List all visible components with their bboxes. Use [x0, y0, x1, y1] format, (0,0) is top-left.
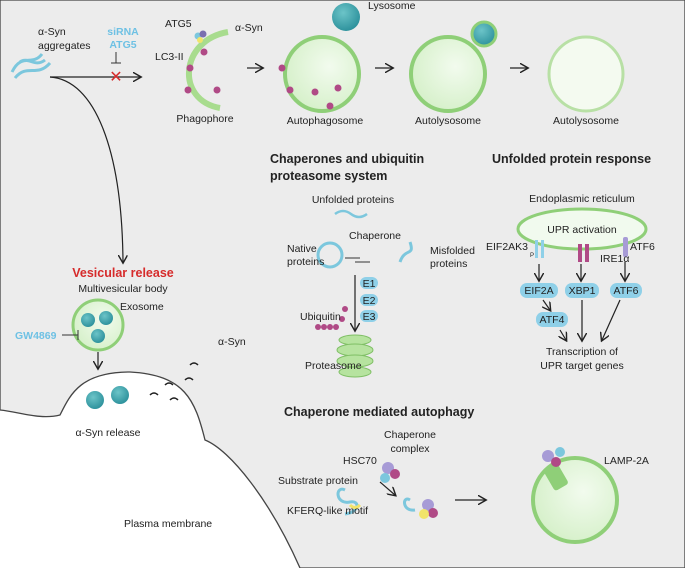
misfolded-label: proteins: [430, 258, 467, 270]
native-label: proteins: [287, 256, 324, 268]
stage-autolysosome: Autolysosome: [415, 115, 481, 127]
stage-autolysosome-2: Autolysosome: [553, 115, 619, 127]
chaperone-complex-label: Chaperone: [384, 429, 436, 441]
atf6-label: ATF6: [614, 285, 639, 297]
er-label: Endoplasmic reticulum: [529, 193, 635, 205]
substrate-label: Substrate protein: [278, 475, 358, 487]
phospho-label: P: [530, 253, 534, 259]
plasma-membrane-label: Plasma membrane: [124, 518, 212, 530]
ubiquitin-label: Ubiquitin: [300, 311, 341, 323]
eif2ak3-label: EIF2AK3: [486, 241, 528, 253]
native-protein-icon: [316, 241, 344, 269]
aggregates-label: aggregates: [38, 40, 91, 52]
aggregates-label: α-Syn: [38, 26, 66, 38]
autolysosome: [409, 35, 487, 113]
stage-autophagosome: Autophagosome: [287, 115, 364, 127]
mvb-label: Multivesicular body: [78, 283, 168, 295]
chaperone-complex-label: complex: [390, 443, 430, 455]
vesicular-title: Vesicular release: [72, 266, 174, 280]
lc3-label: LC3-II: [155, 51, 184, 63]
multivesicular-body: [71, 298, 125, 352]
chaperone-label: Chaperone: [349, 230, 401, 242]
e2-label: E2: [363, 295, 376, 307]
native-label: Native: [287, 243, 317, 255]
atg5-label: ATG5: [165, 18, 192, 30]
upr-title: Unfolded protein response: [492, 152, 651, 166]
unfolded-label: Unfolded proteins: [312, 194, 394, 206]
aggregates-icon: [10, 52, 52, 80]
asyn-release-label: α-Syn release: [75, 427, 140, 439]
autophagosome: [283, 35, 361, 113]
cups-title: proteasome system: [270, 169, 387, 183]
proteasome-icon: [336, 334, 374, 378]
block-x-icon: ✕: [109, 69, 122, 86]
sirna-label: ATG5: [109, 39, 136, 51]
misfolded-label: Misfolded: [430, 245, 475, 257]
proteasome-label: Proteasome: [305, 360, 362, 372]
e3-label: E3: [363, 311, 376, 323]
gw4869-label: GW4869: [15, 330, 57, 342]
stage-phagophore: Phagophore: [176, 113, 233, 125]
e1-label: E1: [363, 278, 376, 290]
upr-activation-label: UPR activation: [547, 224, 617, 236]
enzyme-pills: E1 E2 E3: [360, 277, 378, 323]
ire1a-label: IRE1α: [600, 253, 629, 265]
sirna-label: siRNA: [107, 26, 139, 38]
xbp1-label: XBP1: [569, 285, 596, 297]
hsc70-label: HSC70: [343, 455, 377, 467]
atf6-sensor-label: ATF6: [630, 241, 655, 253]
exosome-label: Exosome: [120, 301, 164, 313]
atf4-label: ATF4: [540, 314, 565, 326]
autolysosome-empty: [547, 35, 625, 113]
kferq-label: KFERQ-like motif: [287, 505, 368, 517]
transcription-label: UPR target genes: [540, 360, 623, 372]
lysosome-label: Lysosome: [368, 0, 416, 12]
lysosome: [332, 3, 360, 31]
asyn-label: α-Syn: [235, 22, 263, 34]
eif2a-label: EIF2A: [524, 285, 553, 297]
receptors: [535, 237, 628, 262]
cma-title: Chaperone mediated autophagy: [284, 405, 474, 419]
cups-title: Chaperones and ubiquitin: [270, 152, 424, 166]
asyn-extracellular-label: α-Syn: [218, 336, 246, 348]
transcription-label: Transcription of: [546, 346, 618, 358]
lamp2a-label: LAMP-2A: [604, 455, 649, 467]
